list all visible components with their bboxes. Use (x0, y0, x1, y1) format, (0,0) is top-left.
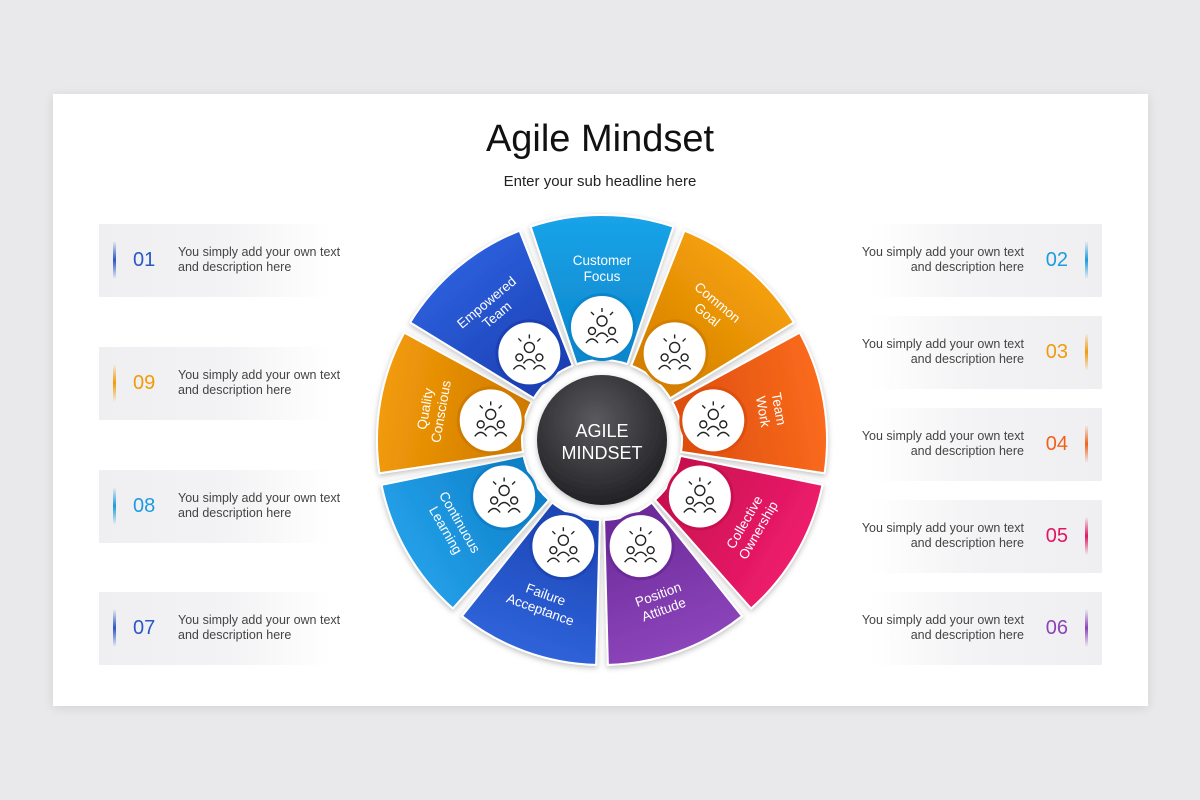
segment-label: TeamWork (753, 391, 789, 429)
card-accent-bar (1085, 609, 1088, 647)
hub-label-line2: MINDSET (562, 443, 643, 463)
card-number: 07 (133, 617, 156, 639)
card-accent-bar (113, 487, 116, 525)
shared-ownership-icon (665, 462, 734, 531)
card-description: You simply add your own text and descrip… (178, 613, 341, 642)
card-accent-bar (1085, 425, 1088, 463)
card-number: 09 (133, 372, 156, 394)
card-accent-bar (113, 364, 116, 402)
card-description: You simply add your own text and descrip… (861, 521, 1024, 550)
hub-label-line1: AGILE (575, 421, 628, 441)
card-description: You simply add your own text and descrip… (178, 368, 341, 397)
idea-hierarchy-icon (640, 319, 709, 388)
target-team-icon (568, 293, 636, 361)
card-06: 06 You simply add your own text and desc… (862, 592, 1102, 665)
card-09: 09 You simply add your own text and desc… (99, 347, 340, 420)
card-08: 08 You simply add your own text and desc… (99, 470, 340, 543)
card-accent-bar (1085, 333, 1088, 371)
card-number: 08 (133, 495, 156, 517)
location-boxes-icon (606, 512, 675, 581)
card-05: 05 You simply add your own text and desc… (862, 500, 1102, 573)
card-accent-bar (1085, 517, 1088, 555)
card-number: 05 (1045, 525, 1068, 547)
card-07: 07 You simply add your own text and desc… (99, 592, 340, 665)
cycle-people-icon (529, 512, 598, 581)
card-accent-bar (1085, 241, 1088, 279)
page-title: Agile Mindset (485, 118, 715, 160)
card-accent-bar (113, 609, 116, 647)
handshake-team-icon (679, 386, 748, 455)
empowered-hands-icon (495, 319, 564, 388)
card-description: You simply add your own text and descrip… (178, 245, 341, 274)
card-number: 02 (1045, 249, 1068, 271)
card-description: You simply add your own text and descrip… (861, 245, 1024, 274)
card-04: 04 You simply add your own text and desc… (862, 408, 1102, 481)
segment-label: QualityConscious (412, 376, 454, 444)
card-description: You simply add your own text and descrip… (861, 429, 1024, 458)
card-accent-bar (113, 241, 116, 279)
page-subtitle: Enter your sub headline here (503, 173, 697, 190)
card-number: 06 (1045, 617, 1068, 639)
card-number: 04 (1045, 433, 1068, 455)
gear-chart-icon (470, 462, 539, 531)
card-number: 03 (1045, 341, 1068, 363)
card-03: 03 You simply add your own text and desc… (862, 316, 1102, 389)
card-number: 01 (133, 249, 156, 271)
card-description: You simply add your own text and descrip… (861, 613, 1024, 642)
card-02: 02 You simply add your own text and desc… (862, 224, 1102, 297)
card-description: You simply add your own text and descrip… (178, 491, 341, 520)
card-01: 01 You simply add your own text and desc… (99, 224, 340, 297)
quality-badge-icon (456, 386, 525, 455)
card-description: You simply add your own text and descrip… (861, 337, 1024, 366)
hub-circle (537, 375, 667, 505)
